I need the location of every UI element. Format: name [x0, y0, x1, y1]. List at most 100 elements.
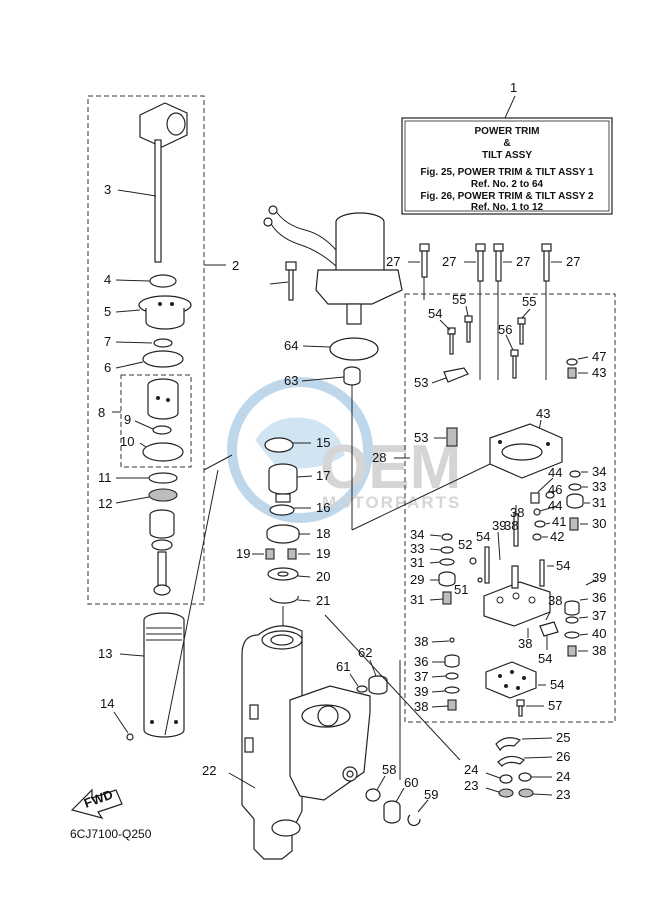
callout-38d: 39 [492, 518, 506, 533]
callout-62: 63 [284, 373, 298, 388]
callout-54a: 54 [428, 306, 442, 321]
group-8-outline [120, 374, 192, 468]
valve-44 [530, 492, 540, 504]
callout-50: 53 [414, 375, 428, 390]
callout-63: 64 [284, 338, 298, 353]
plug-61 [368, 675, 388, 695]
callout-34b: 34 [410, 527, 424, 542]
callout-53a: 54 [476, 529, 490, 544]
bracket-50 [443, 367, 469, 383]
watermark-motorparts: MOTORPARTS [322, 493, 461, 512]
valve-29 [438, 571, 456, 587]
callout-39b: 40 [592, 626, 606, 641]
watermark: OEM MOTORPARTS [227, 377, 461, 523]
callout-35b: 36 [592, 590, 606, 605]
callout-2: 2 [232, 258, 239, 273]
plug-45 [566, 358, 578, 366]
seal-34b [441, 533, 453, 541]
callout-60: 61 [336, 659, 350, 674]
cylinder-tube [143, 612, 185, 738]
fwd-arrow: FWD [70, 787, 123, 819]
tilt-rod [139, 102, 188, 263]
callout-45: 47 [592, 349, 606, 364]
piston [147, 378, 179, 420]
part-40 [534, 520, 546, 528]
circlip-58 [407, 814, 421, 827]
o-ring-41 [532, 533, 542, 541]
callout-52: 54 [538, 651, 552, 666]
callout-29: 29 [410, 572, 424, 587]
valve-35b [564, 600, 580, 616]
callout-35a: 36 [414, 654, 428, 669]
callout-33a: 33 [592, 479, 606, 494]
group-2-outline [87, 95, 205, 605]
callout-17: 17 [316, 468, 330, 483]
callout-31a: 30 [592, 516, 606, 531]
callout-51: 54 [550, 677, 564, 692]
trim-motor [263, 205, 403, 325]
plate-51 [485, 661, 537, 699]
ball-38c [449, 637, 455, 643]
valve-35a [444, 654, 460, 668]
valve-body [483, 565, 551, 627]
ball-43b [533, 508, 541, 516]
callout-36b: 37 [592, 608, 606, 623]
callout-14: 14 [100, 696, 114, 711]
o-ring-9 [152, 425, 172, 435]
screw-56 [516, 699, 525, 717]
o-ring-24b [518, 772, 532, 782]
seal-34a [569, 470, 581, 478]
seal-33a [568, 483, 582, 491]
reference-box: 1 POWER TRIM & TILT ASSY Fig. 25, POWER … [401, 80, 613, 215]
callout-56: 57 [548, 698, 562, 713]
callout-15: 15 [316, 435, 330, 450]
pin-53b [539, 559, 545, 587]
plate-52 [539, 621, 559, 637]
valve-59 [383, 800, 401, 824]
o-ring-39a [444, 686, 460, 694]
callout-16: 16 [316, 500, 330, 515]
ball-47 [477, 577, 483, 583]
callout-55b: 56 [498, 322, 512, 337]
callout-10: 10 [120, 434, 134, 449]
callout-11: 11 [98, 470, 112, 485]
watermark-oem: OEM [320, 433, 461, 502]
spring-49 [446, 427, 458, 447]
callout-34a: 34 [592, 464, 606, 479]
washer-23b [518, 788, 534, 798]
callout-1: 1 [510, 80, 517, 95]
callout-32: 31 [592, 495, 606, 510]
callout-24b: 24 [556, 769, 570, 784]
backup-ring-12 [148, 488, 178, 502]
o-ring-30 [439, 558, 455, 566]
ref-line-7: Ref. No. 1 to 12 [471, 202, 544, 213]
filter-62 [343, 366, 361, 386]
dust-seal [149, 274, 177, 288]
washer-23a [498, 788, 514, 798]
callout-43b: 44 [548, 498, 562, 513]
callout-23b: 23 [556, 787, 570, 802]
spring-37a [447, 699, 457, 711]
callout-31b: 31 [410, 592, 424, 607]
callout-33b: 33 [410, 541, 424, 556]
callout-26: 26 [556, 749, 570, 764]
ref-line-4: Fig. 25, POWER TRIM & TILT ASSY 1 [420, 167, 594, 178]
callout-44: 44 [548, 465, 562, 480]
callout-38f: 38 [548, 593, 562, 608]
callout-38a: 38 [504, 518, 518, 533]
callout-12: 12 [98, 496, 112, 511]
callout-20: 20 [316, 569, 330, 584]
ref-line-2: & [503, 138, 510, 149]
callout-61: 62 [358, 645, 372, 660]
seal-36a [445, 672, 459, 680]
callout-8: 8 [98, 405, 105, 420]
callout-38g: 38 [518, 636, 532, 651]
callout-24a: 24 [464, 762, 478, 777]
o-ring-39b [564, 631, 580, 639]
callout-46: 46 [548, 482, 562, 497]
callout-19a: 19 [236, 546, 250, 561]
callout-18: 18 [316, 526, 330, 541]
spring-37b [567, 645, 577, 657]
clip-26 [497, 755, 525, 767]
callout-19b: 19 [316, 546, 330, 561]
